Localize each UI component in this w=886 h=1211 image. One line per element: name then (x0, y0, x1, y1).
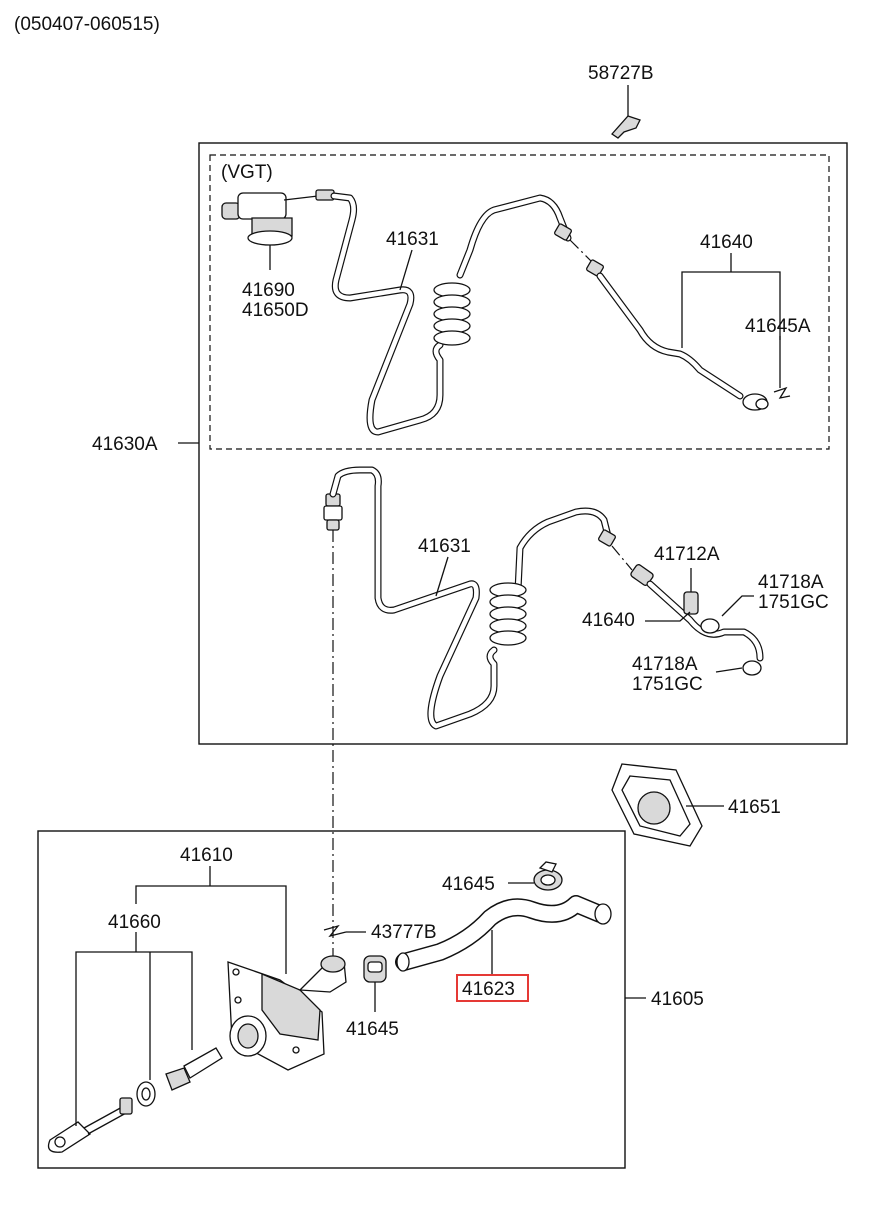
callout-41645-upper: 41645 (442, 874, 495, 895)
clip-58727b (611, 85, 641, 139)
callout-41718a-b: 41718A (632, 654, 698, 675)
callout-1751gc-a: 1751GC (758, 592, 829, 613)
push-rod-41660 (47, 1047, 223, 1153)
fitting-41690 (221, 189, 335, 270)
leader-41660 (75, 951, 193, 1126)
clamp-41645-lower (363, 955, 387, 983)
callout-41660: 41660 (108, 912, 161, 933)
callout-1751gc-b: 1751GC (632, 674, 703, 695)
callout-41631-top: 41631 (386, 229, 439, 250)
callout-41640-top: 41640 (700, 232, 753, 253)
callout-41605: 41605 (651, 989, 704, 1010)
date-range-header: (050407-060515) (14, 14, 160, 35)
hose-41623 (395, 895, 612, 972)
leader-41610 (135, 885, 287, 974)
leader-41640-bottom (645, 611, 691, 622)
callout-58727b: 58727B (588, 63, 654, 84)
callout-41718a-a: 41718A (758, 572, 824, 593)
callout-41712a: 41712A (654, 544, 720, 565)
callout-41645a: 41645A (745, 316, 811, 337)
clamp-41645-upper (533, 861, 563, 891)
pipe-41631-std (323, 466, 616, 730)
vgt-label: (VGT) (221, 162, 273, 183)
callout-41623: 41623 (462, 979, 515, 1000)
callout-41610: 41610 (180, 845, 233, 866)
callout-41645-lower: 41645 (346, 1019, 399, 1040)
hose-41640-std (611, 545, 764, 676)
callout-41650d: 41650D (242, 300, 309, 321)
release-cylinder-41610 (227, 955, 347, 1071)
clutch-cylinder-box (37, 830, 626, 1169)
hose-41640-vgt (569, 239, 791, 411)
vgt-variant-box (209, 154, 830, 450)
leader-41718a-a (721, 595, 754, 617)
clip-43777b (323, 924, 347, 938)
callout-43777b: 43777B (371, 922, 437, 943)
pipe-41631-vgt (330, 192, 572, 436)
highlight-box-41623 (456, 974, 529, 1002)
callout-41631-bottom: 41631 (418, 536, 471, 557)
callout-41690: 41690 (242, 280, 295, 301)
callout-41640-bottom: 41640 (582, 610, 635, 631)
gasket-41651 (611, 763, 703, 847)
callout-41630a: 41630A (92, 434, 158, 455)
callout-41651: 41651 (728, 797, 781, 818)
